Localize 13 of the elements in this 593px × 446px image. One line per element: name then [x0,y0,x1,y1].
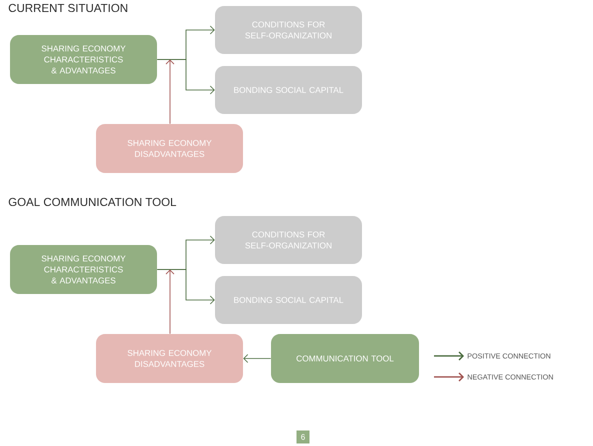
factor-box: SHARING ECONOMY CHARACTERISTICS & ADVANTAGES [10,35,157,84]
arrow [166,269,174,334]
page-number: 6 [296,430,310,444]
arrow [166,59,174,124]
section-heading: GOAL COMMUNICATION TOOL [8,198,176,206]
section-heading: CURRENT SITUATION [8,4,128,12]
problem-box: SHARING ECONOMY DISADVANTAGES [96,124,243,173]
factor-box: SHARING ECONOMY CHARACTERISTICS & ADVANTAGES [10,244,157,294]
arrow [243,354,272,363]
arrow [156,269,215,304]
factor-box: COMMUNICATION TOOL [271,334,419,383]
problem-box: SHARING ECONOMY DISADVANTAGES [96,334,243,383]
arrow [156,59,215,94]
